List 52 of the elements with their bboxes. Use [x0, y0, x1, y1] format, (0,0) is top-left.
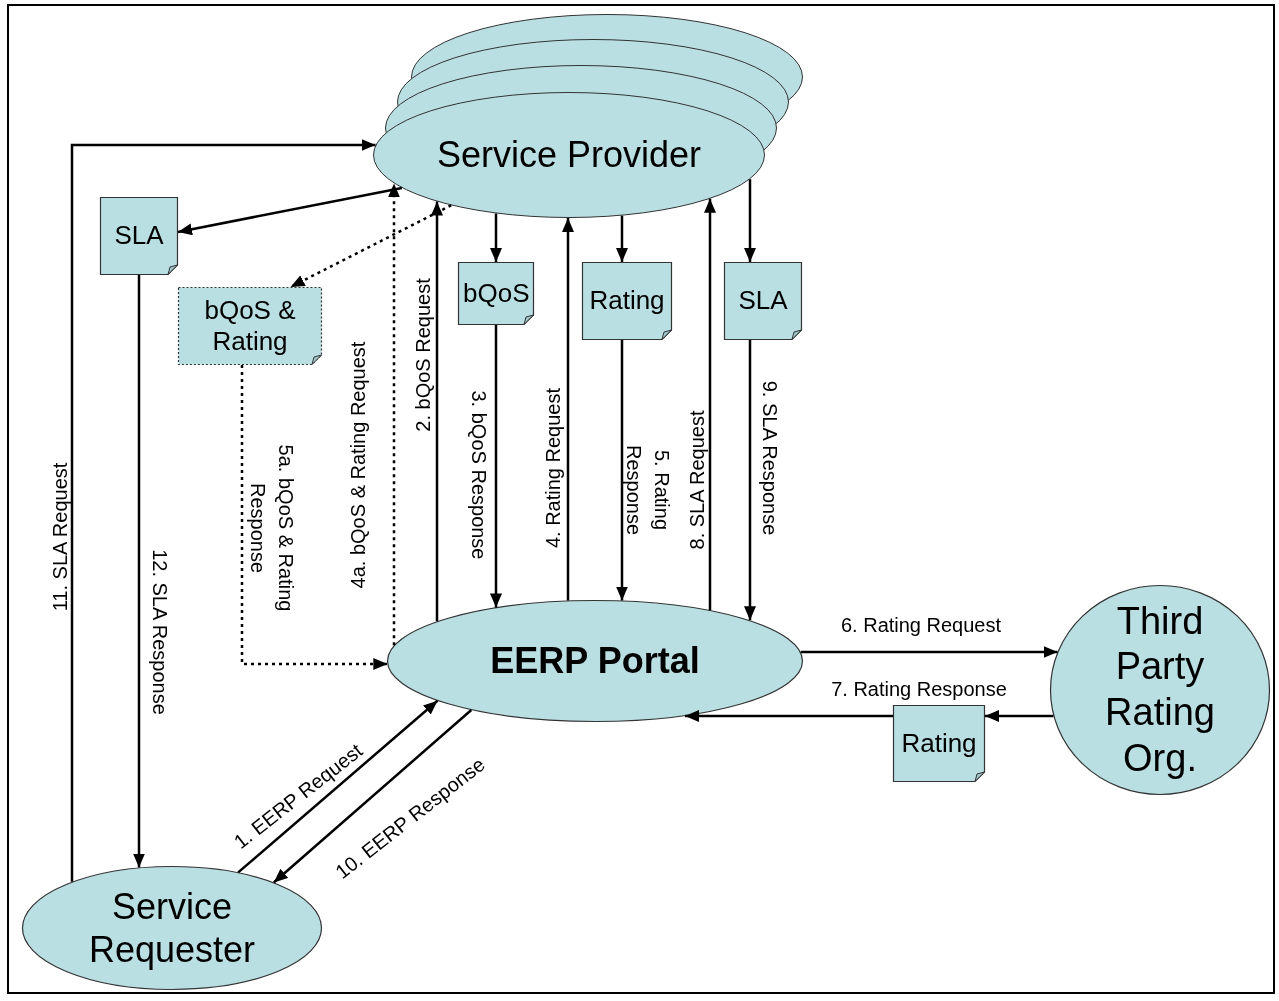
edge-label: 5a. bQoS & Rating Response: [246, 443, 298, 614]
edge-label: 12. SLA Response: [148, 549, 172, 715]
stacked-ellipse: [373, 15, 803, 220]
edge-label: 3. bQoS Response: [467, 390, 491, 560]
arrow: [744, 340, 756, 621]
node-label: bQoS & Rating: [203, 294, 297, 358]
document-shape: [893, 705, 985, 782]
node-label: EERP Portal: [490, 639, 700, 683]
document-shape: [724, 262, 802, 340]
circle-node: [1050, 585, 1270, 795]
document-shape: [582, 262, 672, 340]
edge-label: 7. Rating Response: [831, 677, 1007, 702]
document-shape: [178, 287, 322, 365]
node-label: SLA: [114, 220, 164, 252]
arrow: [133, 275, 145, 868]
node-label: SLA: [738, 285, 788, 317]
arrow: [237, 699, 439, 874]
dotted-arrow: [290, 204, 452, 289]
document-shape: [100, 197, 178, 275]
arrow: [616, 340, 628, 601]
arrow: [272, 709, 473, 884]
node-label: Service Provider: [436, 133, 702, 177]
arrow: [490, 325, 502, 608]
arrow: [704, 198, 716, 611]
arrow: [744, 179, 756, 262]
dotted-arrow: [388, 183, 400, 646]
edge-label: 4a. bQoS & Rating Request: [346, 341, 370, 589]
ellipse-node: [387, 600, 803, 722]
arrow: [616, 215, 628, 262]
ellipse-node: [22, 866, 322, 990]
node-label: Rating: [589, 285, 665, 317]
arrow: [431, 201, 443, 622]
dotted-arrow: [240, 365, 388, 670]
edge-label: 5. Rating Response: [622, 443, 674, 538]
node-label: Third Party Rating Org.: [1104, 598, 1216, 781]
edge-label: 9. SLA Response: [758, 380, 782, 536]
edge-label: 11. SLA Request: [48, 462, 72, 612]
arrow: [685, 710, 893, 722]
arrow: [490, 213, 502, 262]
arrow: [985, 710, 1054, 722]
edge-label: 8. SLA Request: [685, 410, 709, 550]
node-label: Rating: [901, 727, 977, 760]
document-shape: [458, 262, 534, 325]
arrow: [800, 646, 1058, 658]
node-label: bQoS: [463, 277, 529, 310]
edge-label: 2. bQoS Request: [411, 278, 435, 432]
node-label: Service Requester: [87, 884, 257, 972]
edge-label: 6. Rating Request: [840, 613, 1002, 638]
edge-label: 4. Rating Request: [541, 387, 565, 549]
arrow: [562, 218, 574, 601]
arrow: [70, 139, 376, 882]
arrow: [177, 186, 403, 236]
